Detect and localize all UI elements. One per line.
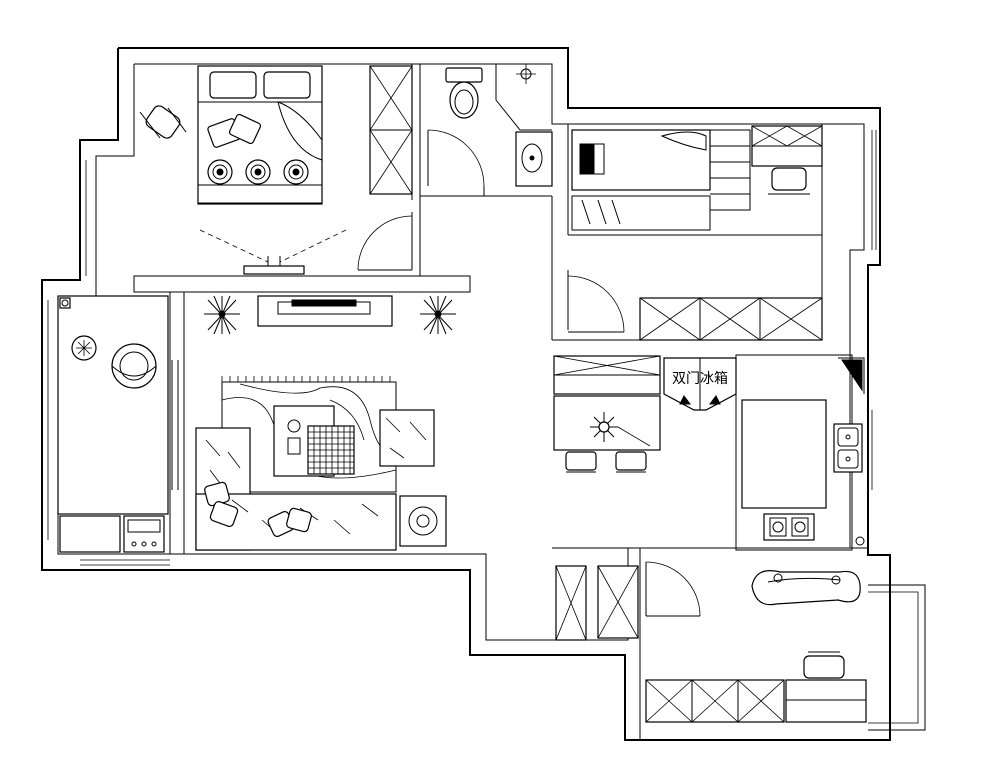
- sink-icon: [515, 131, 553, 187]
- bedroom-door: [357, 212, 413, 271]
- third-bedroom: [555, 561, 867, 723]
- living-plant-left-icon: [204, 295, 240, 335]
- dining-chair-left-icon: [565, 451, 597, 473]
- dining-area: 双门冰箱: [553, 355, 737, 473]
- bed-ornament-right-icon: [283, 159, 309, 185]
- living-room: [195, 295, 456, 551]
- bedroom-chair-icon: [139, 105, 187, 139]
- kitchen: [741, 357, 865, 546]
- tv-cabinet: [257, 295, 393, 327]
- side-table: [399, 495, 447, 547]
- master-bedroom: [139, 65, 413, 275]
- bedroom-wardrobe: [369, 65, 413, 195]
- stove-icon: [763, 513, 815, 541]
- left-balcony: [57, 295, 179, 553]
- bedroom-tv: [199, 229, 347, 275]
- corridor-wardrobe: [639, 297, 823, 341]
- second-bedroom-door: [567, 270, 625, 333]
- third-bedroom-door: [645, 561, 701, 617]
- balcony-plant-icon: [71, 335, 97, 361]
- washing-machine-icon: [123, 515, 165, 553]
- second-bedroom: [567, 125, 823, 341]
- lounge-sofa-icon: [751, 570, 861, 606]
- toilet-icon: [445, 67, 483, 119]
- dining-chair-right-icon: [615, 451, 647, 473]
- living-plant-right-icon: [420, 295, 456, 335]
- bay-chair-icon: [803, 651, 845, 679]
- fridge: 双门冰箱: [663, 357, 737, 411]
- living-armchair: [379, 409, 435, 467]
- bedroom-cabinet: [597, 565, 639, 639]
- bathroom: [427, 64, 553, 196]
- bed-ornament-middle-icon: [245, 159, 271, 185]
- living-throw: [307, 425, 355, 475]
- kitchen-sink-icon: [833, 423, 863, 473]
- exterior-walls: [41, 47, 891, 741]
- dining-centerpiece-icon: [590, 412, 618, 442]
- dining-table: [553, 395, 661, 451]
- balcony-chair-icon: [111, 343, 157, 389]
- bathroom-door: [427, 129, 485, 196]
- bay-desk: [645, 679, 785, 723]
- study-chair-icon: [768, 167, 810, 195]
- shower-icon: [516, 64, 536, 84]
- fridge-label: 双门冰箱: [672, 371, 728, 387]
- entry-cabinet: [555, 565, 587, 641]
- living-sofa: [195, 427, 397, 551]
- bed-ornament-left-icon: [207, 159, 233, 185]
